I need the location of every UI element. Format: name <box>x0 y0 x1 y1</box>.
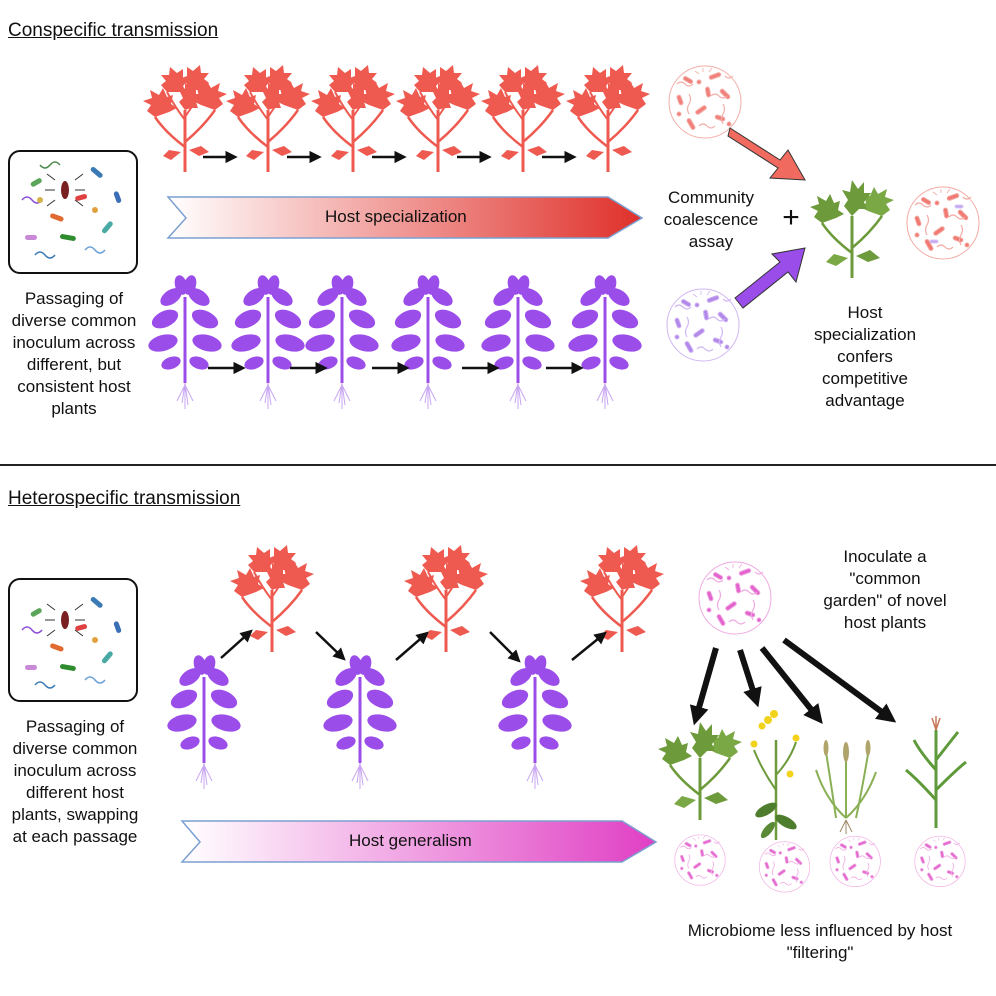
heterospecific-inoculum-icon <box>21 596 122 689</box>
basil-plant-row <box>144 272 646 411</box>
generalism-banner-label: Host generalism <box>349 831 472 850</box>
coalesced-microbe-cluster <box>906 186 980 260</box>
inoculum-box-conspecific <box>8 150 138 274</box>
common-garden-label: Inoculate a "common garden" of novel hos… <box>823 547 947 632</box>
specialization-banner-label: Host specialization <box>325 207 467 226</box>
purple-coalescence-arrow <box>734 247 806 309</box>
generalism-banner <box>180 820 658 863</box>
garden-plant-wheat <box>815 740 877 834</box>
garden-plant-tomato <box>656 720 744 822</box>
generalism-result-label: Microbiome less influenced by host "filt… <box>687 921 953 962</box>
red-coalescence-arrow <box>727 127 806 181</box>
conspecific-heading: Conspecific transmission <box>8 20 219 41</box>
heterospecific-inoculum-caption: Passaging of diverse common inoculum acr… <box>11 717 139 846</box>
section-divider <box>0 464 996 466</box>
host-plant-green <box>808 178 896 280</box>
plus-sign: + <box>782 201 800 234</box>
inoculum-box-heterospecific <box>8 578 138 702</box>
purple-microbe-cluster <box>666 288 740 362</box>
basil-alternating <box>163 652 576 791</box>
specialization-result-label: Host specialization confers competitive … <box>813 303 917 410</box>
red-microbe-cluster <box>668 65 742 139</box>
conspecific-inoculum-icon <box>21 161 122 259</box>
garden-plant-canola <box>750 710 800 840</box>
coalescence-assay-label: Community coalescence assay <box>663 188 759 251</box>
heterospecific-heading: Heterospecific transmission <box>8 488 241 509</box>
garden-plant-maize <box>905 716 967 828</box>
zigzag-arrows <box>220 629 607 663</box>
common-garden-arrows <box>689 637 897 726</box>
pink-microbe-cluster <box>698 561 772 635</box>
tomato-alternating <box>228 543 666 654</box>
conspecific-inoculum-caption: Passaging of diverse common inoculum acr… <box>11 289 137 418</box>
garden-microbe-clusters <box>674 834 966 893</box>
specialization-banner <box>166 196 644 239</box>
